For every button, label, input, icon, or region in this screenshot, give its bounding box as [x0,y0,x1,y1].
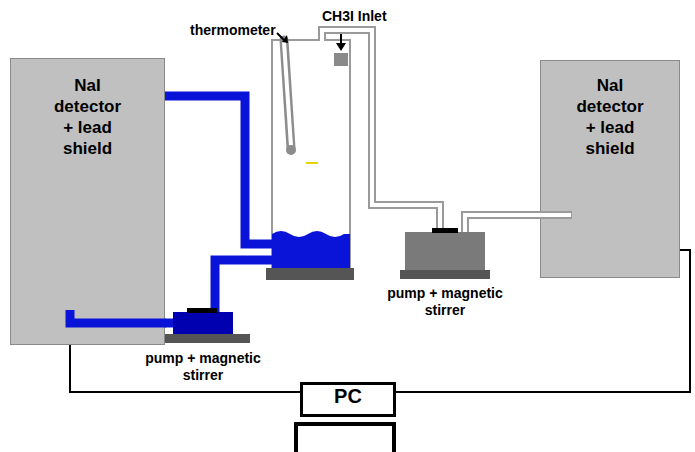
blue-tube [215,260,272,312]
white-tube [539,213,571,217]
blue-tube [70,310,166,323]
arrow-head [336,43,346,51]
part-label: CH3I Inlet [322,8,387,24]
connector-line [465,215,540,232]
stirrer-plate [266,268,354,280]
pump-box: pump + magnetic stirrer [405,232,485,270]
vessel [272,40,350,268]
white-tube [322,30,440,229]
part-label: thermometer [190,22,276,38]
yellow-mark [306,162,318,164]
pc-label: PC [303,385,393,407]
inlet-stopper [334,53,348,66]
stirrer-bar [187,308,217,313]
detector-box: NaI detector + lead shield [10,58,165,345]
connector [165,323,173,324]
liquid [272,231,350,268]
pump-base [150,334,250,343]
white-tube [322,30,440,230]
leader-line [277,33,284,40]
pump-label: pump + magnetic stirrer [133,350,273,384]
pump-label: pump + magnetic stirrer [375,285,515,319]
stirrer-bar [432,228,458,233]
pc-base [296,424,394,452]
connector-line [70,345,300,392]
connector [465,215,540,232]
white-tube [539,211,572,219]
connector [70,345,300,392]
connector-core [465,215,540,232]
thermometer-bulb [286,145,296,155]
blue-tube [165,96,272,244]
thermometer-core [284,42,291,146]
arrow-head [282,35,288,43]
detector-label: NaI detector + lead shield [576,61,643,159]
pump-box: pump + magnetic stirrer [173,312,233,334]
connector-line [165,319,173,328]
pump-base [400,270,490,279]
thermometer-body [284,40,291,148]
detector-box: NaI detector + lead shield [540,60,680,278]
detector-label: NaI detector + lead shield [54,59,121,159]
pc-box: PC [300,382,396,417]
